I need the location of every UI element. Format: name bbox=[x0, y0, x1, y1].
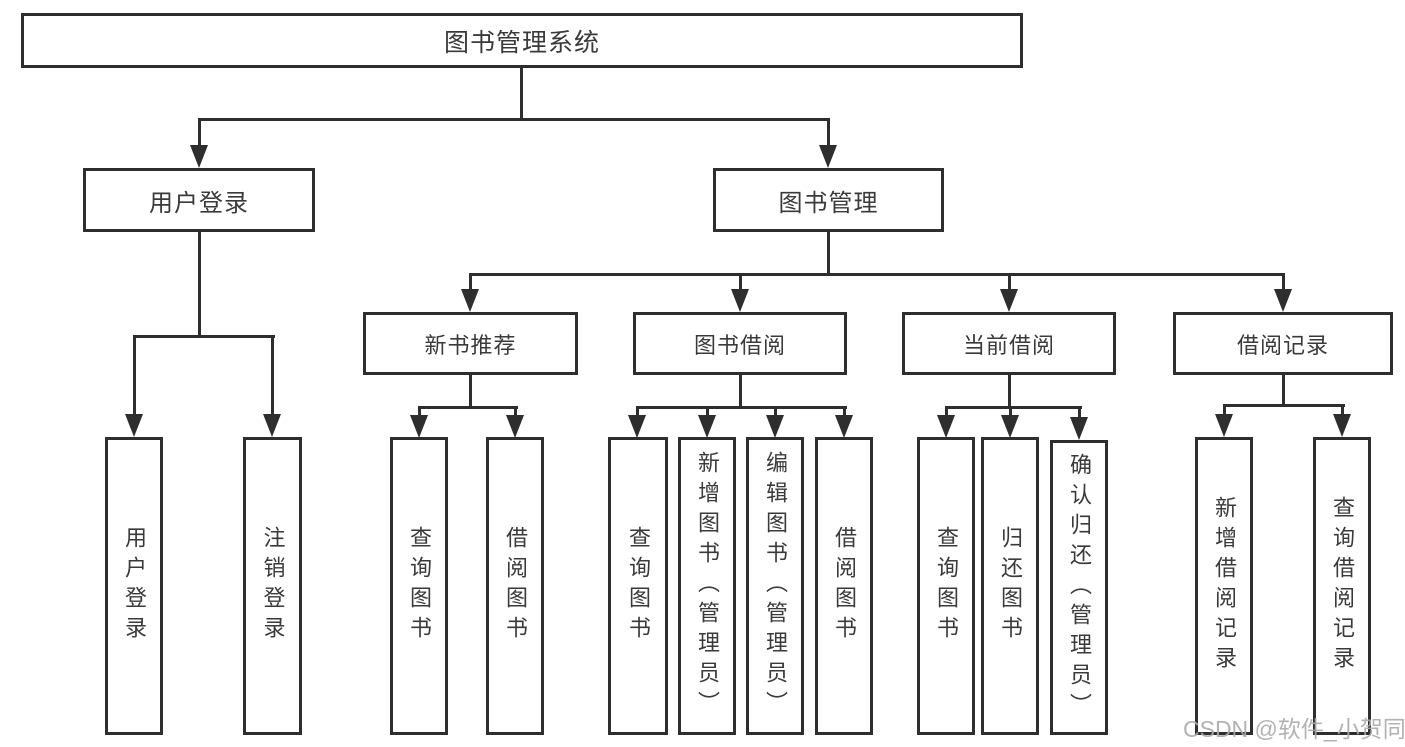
connector-newbook-branch bbox=[418, 406, 518, 409]
leaf-current-confirm-admin: 确认归还（管理员） bbox=[1050, 440, 1108, 735]
arrowhead-user-login bbox=[190, 145, 208, 168]
arrowhead-leaf-login bbox=[125, 414, 143, 437]
arrowhead bbox=[1215, 414, 1233, 437]
node-label: 图书借阅 bbox=[693, 332, 786, 358]
connector-stem bbox=[514, 406, 517, 417]
leaf-user-login: 用户登录 bbox=[105, 437, 163, 735]
node-label: 确认归还（管理员） bbox=[1067, 452, 1092, 723]
arrowhead bbox=[1333, 414, 1351, 437]
connector-stem bbox=[418, 406, 421, 417]
node-label: 编辑图书（管理员） bbox=[763, 451, 788, 721]
leaf-current-return: 归还图书 bbox=[981, 437, 1039, 735]
arrowhead-records bbox=[1274, 289, 1292, 312]
node-label: 图书管理系统 bbox=[443, 28, 600, 57]
leaf-borrow-edit-admin: 编辑图书（管理员） bbox=[746, 437, 804, 735]
node-label: 查询借阅记录 bbox=[1330, 496, 1355, 676]
node-label: 用户登录 bbox=[122, 526, 147, 646]
connector-stem bbox=[706, 406, 709, 417]
leaf-logout: 注销登录 bbox=[243, 437, 302, 735]
connector-userlogin-branch bbox=[133, 335, 275, 338]
leaf-records-add: 新增借阅记录 bbox=[1195, 437, 1253, 735]
connector-records-branch bbox=[1223, 404, 1345, 407]
connector-root-branch bbox=[198, 118, 830, 121]
connector-level3-branch bbox=[469, 273, 1285, 276]
arrowhead-leaf-logout bbox=[263, 414, 281, 437]
arrowhead-book-mgmt bbox=[819, 145, 837, 168]
connector-currentborrow-branch bbox=[945, 406, 1082, 409]
connector-stem bbox=[843, 406, 846, 417]
leaf-borrow-query: 查询图书 bbox=[608, 437, 668, 735]
arrowhead bbox=[937, 415, 955, 438]
arrowhead bbox=[506, 415, 524, 438]
node-label: 图书管理 bbox=[778, 189, 879, 217]
node-label: 查询图书 bbox=[407, 526, 432, 646]
arrowhead bbox=[628, 415, 646, 438]
connector-stem bbox=[1223, 404, 1226, 415]
node-label: 查询图书 bbox=[626, 526, 651, 646]
connector-stem bbox=[945, 406, 948, 417]
node-borrow-records: 借阅记录 bbox=[1173, 312, 1393, 375]
connector-userlogin-drop bbox=[198, 232, 201, 338]
node-book-borrow: 图书借阅 bbox=[633, 312, 847, 375]
connector-stem bbox=[1009, 406, 1012, 417]
arrowhead bbox=[766, 415, 784, 438]
leaf-current-query: 查询图书 bbox=[917, 437, 975, 735]
arrowhead bbox=[410, 415, 428, 438]
connector-stem-leaf-logout bbox=[271, 335, 274, 417]
connector-stem-leaf-login bbox=[133, 335, 136, 417]
leaf-newbook-query: 查询图书 bbox=[390, 437, 448, 735]
connector-stem bbox=[774, 406, 777, 417]
node-label: 借阅图书 bbox=[503, 526, 528, 646]
connector-stem bbox=[1078, 406, 1081, 417]
node-label: 新增借阅记录 bbox=[1212, 496, 1237, 676]
node-label: 新增图书（管理员） bbox=[695, 451, 720, 721]
leaf-records-query: 查询借阅记录 bbox=[1313, 437, 1371, 735]
arrowhead bbox=[1001, 415, 1019, 438]
node-book-management: 图书管理 bbox=[713, 168, 944, 232]
connector-bookmgmt-drop bbox=[827, 232, 830, 276]
node-current-borrow: 当前借阅 bbox=[902, 312, 1116, 375]
connector-currentborrow-drop bbox=[1008, 374, 1011, 409]
connector-stem bbox=[636, 406, 639, 417]
connector-records-drop bbox=[1282, 374, 1285, 407]
node-label: 借阅图书 bbox=[832, 526, 857, 646]
node-label: 借阅记录 bbox=[1236, 332, 1329, 358]
arrowhead bbox=[698, 415, 716, 438]
arrowhead-bookborrow bbox=[731, 289, 749, 312]
leaf-borrow-borrow: 借阅图书 bbox=[815, 437, 873, 735]
connector-stem-user-login bbox=[198, 118, 201, 148]
connector-bookborrow-drop bbox=[739, 374, 742, 409]
leaf-borrow-add-admin: 新增图书（管理员） bbox=[678, 437, 736, 735]
arrowhead bbox=[835, 415, 853, 438]
connector-stem-records bbox=[1282, 273, 1285, 291]
connector-stem-currentborrow bbox=[1008, 273, 1011, 291]
arrowhead bbox=[1070, 417, 1088, 440]
node-label: 查询图书 bbox=[934, 526, 959, 646]
node-label: 用户登录 bbox=[149, 189, 249, 217]
node-root-library-system: 图书管理系统 bbox=[21, 13, 1023, 68]
arrowhead-currentborrow bbox=[1000, 289, 1018, 312]
node-label: 当前借阅 bbox=[962, 332, 1055, 358]
connector-root-drop bbox=[520, 68, 523, 120]
node-new-book-recommend: 新书推荐 bbox=[363, 312, 578, 375]
csdn-watermark: CSDN @软件_小贺同学 bbox=[1183, 716, 1405, 742]
node-label: 归还图书 bbox=[998, 526, 1023, 646]
connector-stem-newbook bbox=[469, 273, 472, 291]
leaf-newbook-borrow: 借阅图书 bbox=[486, 437, 544, 735]
connector-stem-book-mgmt bbox=[827, 118, 830, 148]
arrowhead-newbook bbox=[461, 289, 479, 312]
node-label: 注销登录 bbox=[260, 526, 286, 646]
connector-stem-bookborrow bbox=[739, 273, 742, 291]
connector-newbook-drop bbox=[469, 374, 472, 409]
node-label: 新书推荐 bbox=[424, 332, 517, 358]
connector-bookborrow-branch bbox=[636, 406, 847, 409]
connector-stem bbox=[1341, 404, 1344, 415]
node-user-login: 用户登录 bbox=[83, 168, 315, 232]
